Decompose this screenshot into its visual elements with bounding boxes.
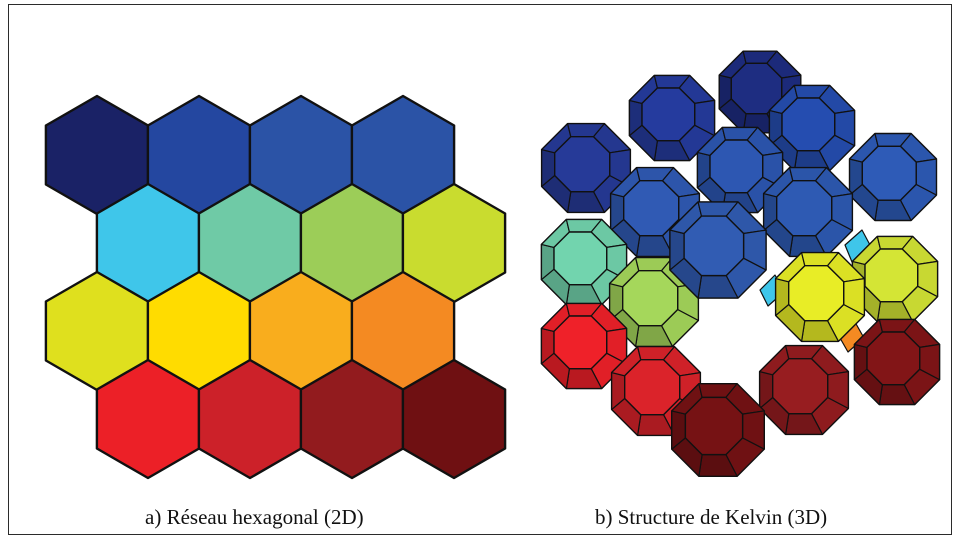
kelvin-cell	[774, 251, 866, 343]
kelvin-cell	[670, 382, 766, 478]
kelvin-cell	[758, 344, 850, 436]
kelvin-cell	[762, 166, 854, 258]
kelvin-cell	[768, 84, 856, 172]
kelvin-cell	[669, 201, 767, 299]
caption-kelvin-structure: b) Structure de Kelvin (3D)	[595, 505, 828, 529]
caption-hexagonal-lattice: a) Réseau hexagonal (2D)	[145, 505, 364, 529]
kelvin-cell	[851, 235, 939, 323]
kelvin-cell	[696, 126, 784, 214]
hexagonal-lattice	[44, 94, 507, 480]
kelvin-cell	[853, 318, 941, 406]
kelvin-cell	[540, 302, 628, 390]
kelvin-cell	[848, 132, 938, 222]
kelvin-cell	[628, 74, 716, 162]
hex-cell	[401, 358, 507, 480]
kelvin-cell	[540, 122, 632, 214]
kelvin-structure	[540, 50, 941, 478]
